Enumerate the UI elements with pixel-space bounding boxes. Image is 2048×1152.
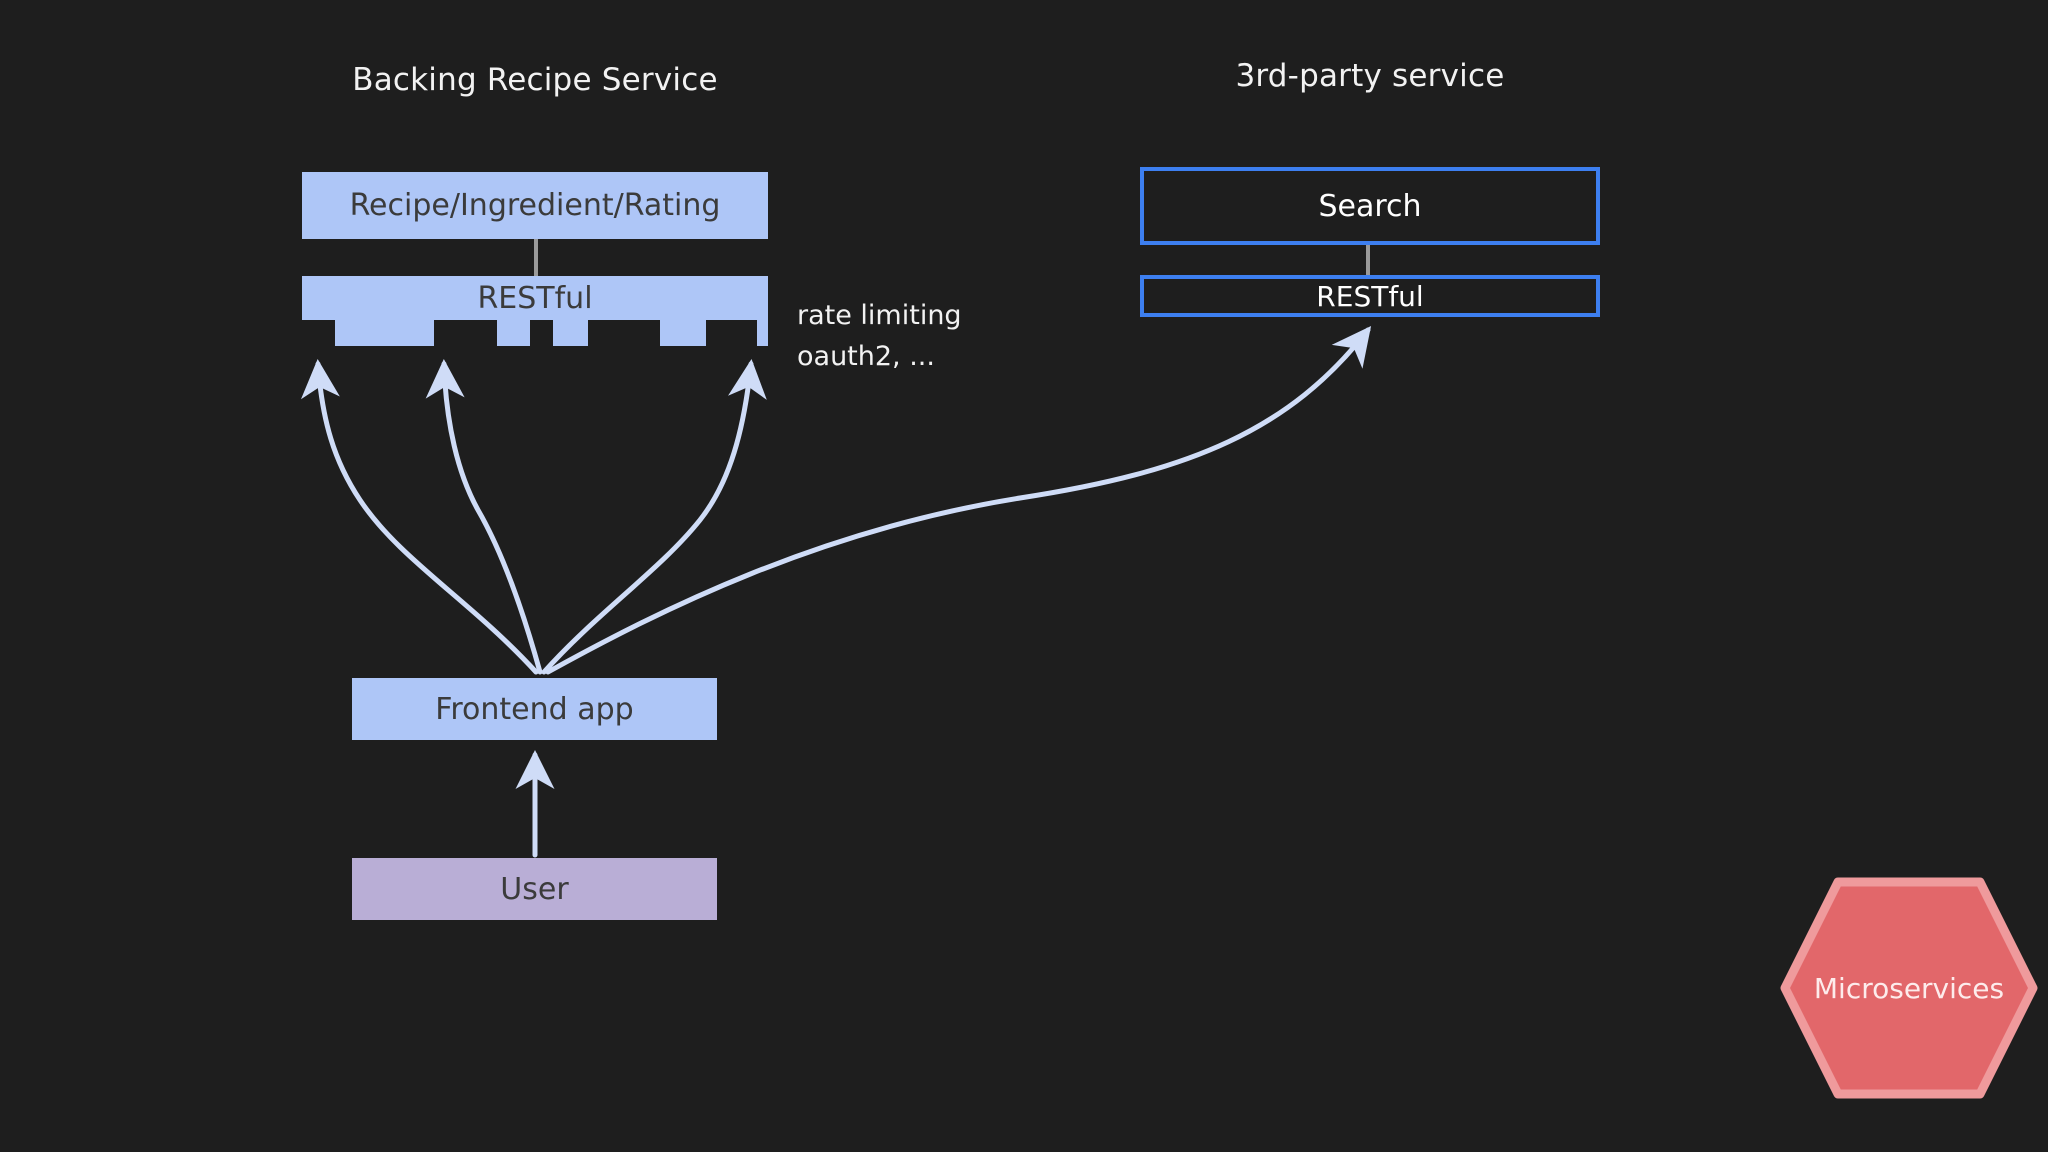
node-restful-third-party[interactable]: RESTful xyxy=(1140,275,1600,317)
node-recipe-ingredient-rating[interactable]: Recipe/Ingredient/Rating xyxy=(302,172,768,239)
group-title-backing-recipe-service: Backing Recipe Service xyxy=(352,62,718,98)
node-user-label: User xyxy=(500,871,569,907)
group-title-third-party-service: 3rd-party service xyxy=(1235,58,1505,94)
edge-frontend-to-restful-1 xyxy=(300,359,539,675)
connector-search-to-restful xyxy=(1366,245,1370,275)
edge-frontend-to-restful-3 xyxy=(541,359,767,675)
node-restful-backing-label: RESTful xyxy=(477,280,593,316)
annotation-api-policies: rate limiting oauth2, ... xyxy=(797,300,962,372)
node-search-label: Search xyxy=(1318,188,1422,224)
connector-recipe-to-restful xyxy=(534,239,538,276)
node-recipe-label: Recipe/Ingredient/Rating xyxy=(349,188,721,223)
legend-hexagon-shape[interactable] xyxy=(1780,877,2038,1099)
node-user[interactable]: User xyxy=(352,858,717,920)
edge-frontend-to-restful-2 xyxy=(425,359,543,675)
edge-frontend-to-thirdparty xyxy=(545,326,1372,675)
node-frontend-app-label: Frontend app xyxy=(435,691,634,727)
restful-comb-shape[interactable] xyxy=(302,276,768,346)
node-restful-backing[interactable]: RESTful xyxy=(302,276,768,346)
node-frontend-app[interactable]: Frontend app xyxy=(352,678,717,740)
node-restful-third-party-label: RESTful xyxy=(1316,279,1424,313)
node-search[interactable]: Search xyxy=(1140,167,1600,245)
